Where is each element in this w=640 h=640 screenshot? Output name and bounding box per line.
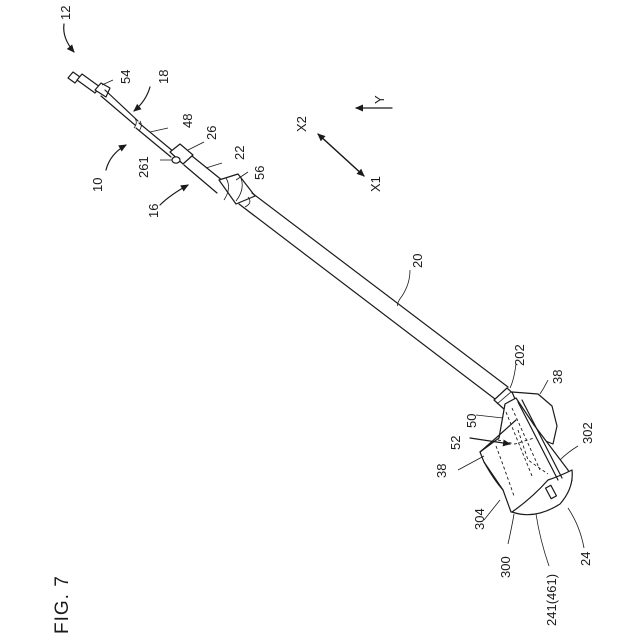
label-48: 48 xyxy=(180,114,195,128)
label-26: 26 xyxy=(204,126,219,140)
label-50: 50 xyxy=(464,414,479,428)
figure-title: FIG. 7 xyxy=(52,575,73,634)
distal-basket-24 xyxy=(480,392,572,515)
label-38-lower: 38 xyxy=(434,464,449,478)
label-20: 20 xyxy=(410,254,425,268)
label-300: 300 xyxy=(498,556,513,578)
axis-label-y: Y xyxy=(372,95,387,104)
label-18: 18 xyxy=(156,70,171,84)
wire-shaft-18 xyxy=(101,90,174,157)
sheath-20 xyxy=(239,193,508,399)
direction-axes: X2 X1 Y xyxy=(294,95,392,192)
axis-label-x1: X1 xyxy=(368,176,383,192)
label-10: 10 xyxy=(90,178,105,192)
label-304: 304 xyxy=(472,508,487,530)
handle-collar-26 xyxy=(170,144,193,164)
label-38-upper: 38 xyxy=(550,370,565,384)
label-56: 56 xyxy=(252,166,267,180)
label-202: 202 xyxy=(512,344,527,366)
label-12: 12 xyxy=(58,6,73,20)
reference-numerals: 12 54 18 48 26 261 22 10 56 16 20 202 38… xyxy=(58,6,595,626)
label-24: 24 xyxy=(578,552,593,566)
label-261: 261 xyxy=(136,156,151,178)
label-302: 302 xyxy=(580,422,595,444)
tube-22 xyxy=(184,156,228,193)
axis-label-x2: X2 xyxy=(294,116,309,132)
label-52: 52 xyxy=(448,436,463,450)
label-54: 54 xyxy=(118,70,133,84)
label-22: 22 xyxy=(232,146,247,160)
instrument-drawing xyxy=(68,72,572,515)
label-16: 16 xyxy=(146,204,161,218)
label-241-461: 241(461) xyxy=(544,574,559,626)
x2-arrow xyxy=(318,134,364,176)
